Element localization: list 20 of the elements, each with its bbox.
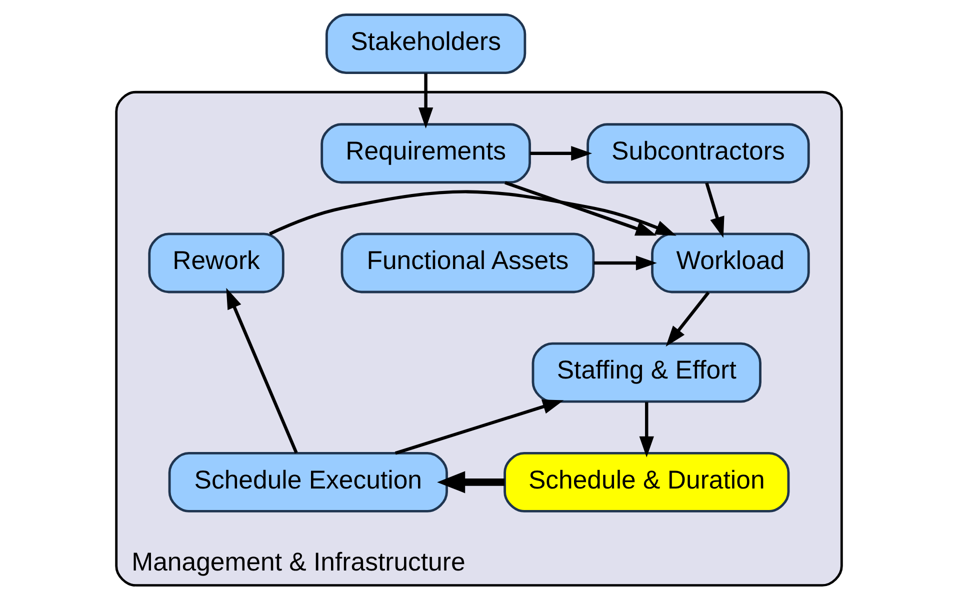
arrow (418, 73, 434, 129)
node-box: Functional Assets (340, 232, 595, 294)
arrow (269, 190, 676, 236)
node-box: Staffing & Effort (532, 342, 762, 403)
node-box: Requirements (320, 123, 531, 184)
node-box: Schedule Execution (168, 452, 448, 512)
node-box: Workload (651, 232, 810, 294)
arrow (504, 181, 657, 236)
arrow (705, 182, 724, 238)
arrow (437, 471, 505, 494)
node-box: Rework (148, 232, 284, 294)
arrow (226, 288, 298, 454)
node-box: Schedule & Duration (504, 452, 790, 512)
arrow (639, 402, 654, 458)
arrow (530, 146, 592, 161)
arrow (394, 400, 564, 455)
arrow (594, 256, 657, 270)
node-box: Stakeholders (325, 14, 526, 74)
node-box: Subcontractors (586, 123, 810, 184)
arrow (666, 292, 710, 347)
